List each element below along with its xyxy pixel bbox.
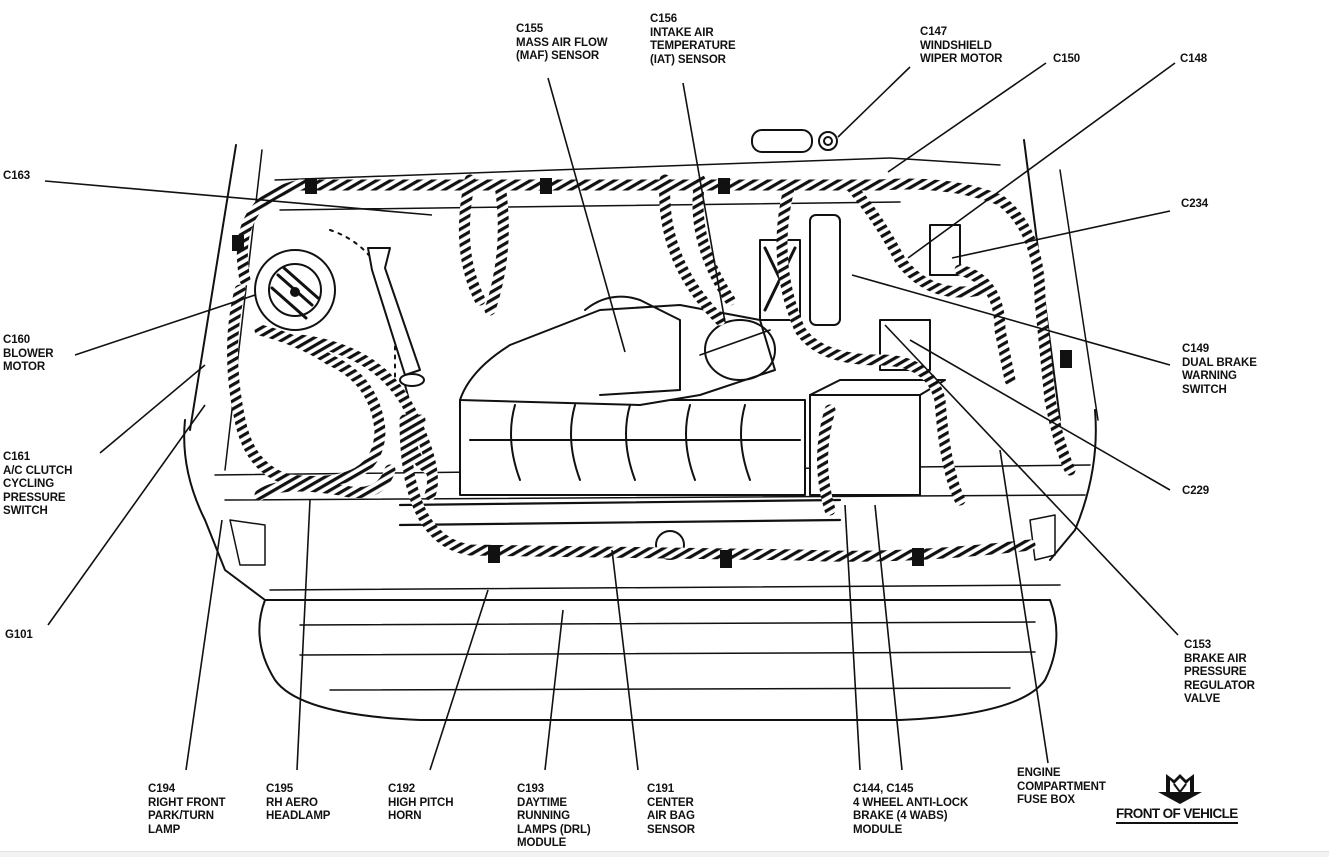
callout-fuse-box: ENGINE COMPARTMENT FUSE BOX xyxy=(1017,767,1106,806)
callout-c150: C150 xyxy=(1053,53,1081,65)
leader-lines xyxy=(44,62,1179,771)
callout-c148: C148 xyxy=(1180,53,1208,65)
callout-c229: C229 xyxy=(1182,485,1210,497)
callout-c144-c145: C144, C145 4 WHEEL ANTI-LOCK BRAKE (4 WA… xyxy=(853,783,969,836)
callout-g101: G101 xyxy=(5,629,33,641)
callout-c156: C156 INTAKE AIR TEMPERATURE (IAT) SENSOR xyxy=(650,13,736,66)
callout-c195: C195 RH AERO HEADLAMP xyxy=(266,783,331,822)
callout-c191: C191 CENTER AIR BAG SENSOR xyxy=(647,783,695,836)
cowl-line xyxy=(274,157,1001,181)
callout-c163: C163 xyxy=(3,170,31,182)
callout-c234: C234 xyxy=(1181,198,1209,210)
harness-clips xyxy=(232,178,1072,568)
right-fender-inner-line xyxy=(1059,169,1099,421)
callout-c192: C192 HIGH PITCH HORN xyxy=(388,783,454,822)
callout-c147: C147 WINDSHIELD WIPER MOTOR xyxy=(920,26,1003,65)
callout-c194: C194 RIGHT FRONT PARK/TURN LAMP xyxy=(148,783,226,836)
wiper-motor xyxy=(751,129,813,153)
air-cleaner-duct xyxy=(459,304,776,406)
front-bumper xyxy=(258,599,1058,721)
callout-c161: C161 A/C CLUTCH CYCLING PRESSURE SWITCH xyxy=(3,451,73,517)
callout-c153: C153 BRAKE AIR PRESSURE REGULATOR VALVE xyxy=(1184,639,1255,705)
left-fender-line xyxy=(189,144,237,431)
maf-sensor-body xyxy=(704,319,776,381)
intake-manifold xyxy=(459,399,806,496)
radiator-bar xyxy=(398,498,842,527)
dipstick-tube xyxy=(367,247,421,376)
horn xyxy=(655,530,685,560)
right-headlamp-outline xyxy=(1049,409,1097,561)
cowl-lower-line xyxy=(279,201,901,211)
callout-c155: C155 MASS AIR FLOW (MAF) SENSOR xyxy=(516,23,608,62)
callout-c149: C149 DUAL BRAKE WARNING SWITCH xyxy=(1182,343,1257,396)
callout-c193: C193 DAYTIME RUNNING LAMPS (DRL) MODULE xyxy=(517,783,591,849)
brake-master-cylinder xyxy=(809,214,841,326)
front-of-vehicle-label: FRONT OF VEHICLE xyxy=(1116,806,1238,824)
bottom-border xyxy=(0,851,1329,857)
callout-c160: C160 BLOWER MOTOR xyxy=(3,334,54,373)
front-arrow-icon xyxy=(1158,774,1202,804)
